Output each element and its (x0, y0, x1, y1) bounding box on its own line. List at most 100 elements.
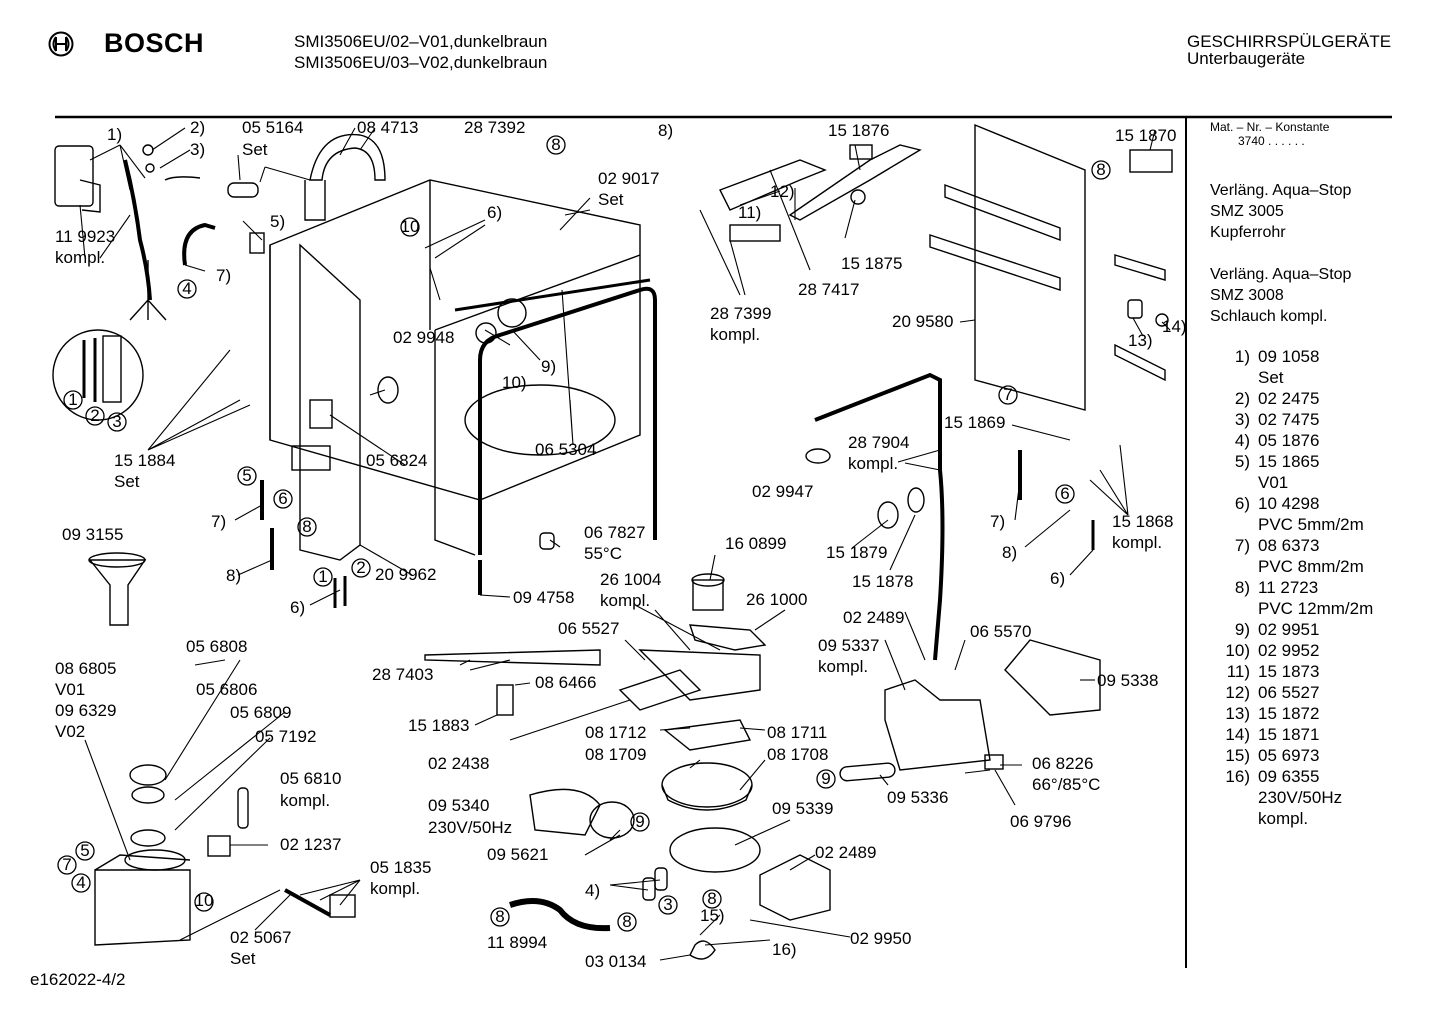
label: 08 4713 (357, 118, 418, 137)
label: 10) (502, 373, 527, 392)
label: 09 4758 (513, 588, 574, 607)
label: 14) (1162, 317, 1187, 336)
callout-9: 9 (635, 812, 644, 831)
label: 15 1878 (852, 572, 913, 591)
label: 9) (541, 357, 556, 376)
callout-7: 7 (62, 855, 71, 874)
label: 66°/85°C (1032, 775, 1100, 794)
legend-row: 1)09 1058 (1234, 347, 1320, 366)
label: 26 1000 (746, 590, 807, 609)
callout-3: 3 (663, 895, 672, 914)
label: 28 7392 (464, 118, 525, 137)
label: 28 7904 (848, 433, 909, 452)
note2-line3: Schlauch kompl. (1210, 308, 1328, 325)
label: 02 1237 (280, 835, 341, 854)
label: 15 1884 (114, 451, 175, 470)
callout-8: 8 (551, 135, 560, 154)
label: kompl. (600, 591, 650, 610)
label: 08 1711 (767, 723, 827, 742)
label: 09 5621 (487, 845, 548, 864)
callout-8: 8 (302, 517, 311, 536)
note1-line3: Kupferrohr (1210, 224, 1286, 241)
label: 3) (190, 140, 205, 159)
label: 6) (1050, 569, 1065, 588)
label: 15) (700, 906, 725, 925)
bosch-logo-icon (48, 31, 74, 57)
callout-6: 6 (1060, 484, 1069, 503)
label: 06 5570 (970, 622, 1031, 641)
label: 12) (770, 182, 795, 201)
legend-row: Set (1258, 368, 1284, 387)
label: 06 9796 (1010, 812, 1071, 831)
label: 02 9017 (598, 169, 659, 188)
legend-row: 10)02 9952 (1225, 641, 1320, 660)
legend-row: 3)02 7475 (1234, 410, 1320, 429)
label: 16) (772, 940, 797, 959)
callout-2: 2 (356, 558, 365, 577)
callout-8: 8 (707, 889, 716, 908)
label: 8) (226, 566, 241, 585)
label: V01 (55, 680, 85, 699)
callout-8: 8 (1096, 160, 1105, 179)
label: 15 1876 (828, 121, 889, 140)
label: Set (242, 140, 268, 159)
label: 11 8994 (487, 933, 547, 952)
note1-line2: SMZ 3005 (1210, 203, 1284, 220)
label: 2) (190, 118, 205, 137)
label: 1) (107, 125, 122, 144)
legend-row: 12)06 5527 (1225, 683, 1320, 702)
label: kompl. (1112, 533, 1162, 552)
callout-4: 4 (182, 279, 191, 298)
label: 09 5340 (428, 796, 489, 815)
label: 26 1004 (600, 570, 661, 589)
label: kompl. (280, 791, 330, 810)
legend-row: 5)15 1865 (1234, 452, 1320, 471)
label: kompl. (710, 325, 760, 344)
label: 08 1712 (585, 723, 646, 742)
callout-8: 8 (622, 912, 631, 931)
label: 55°C (584, 544, 622, 563)
label: kompl. (55, 248, 105, 267)
label: Set (598, 190, 624, 209)
label: 02 9950 (850, 929, 911, 948)
category-title: GESCHIRRSPÜLGERÄTE (1187, 32, 1392, 51)
callout-1: 1 (318, 567, 327, 586)
brand-name: BOSCH (104, 28, 205, 58)
callout-10: 10 (401, 217, 420, 236)
detail-circle (52, 329, 144, 421)
label: 15 1879 (826, 543, 887, 562)
legend-row: kompl. (1258, 809, 1309, 828)
label: 20 9962 (375, 565, 436, 584)
label: 8) (1002, 543, 1017, 562)
label: 5) (270, 212, 285, 231)
label: 4) (585, 881, 600, 900)
label: 8) (658, 121, 673, 140)
drawing-id: e162022-4/2 (30, 970, 126, 989)
callout-circles (57, 135, 1111, 932)
label: 06 8226 (1032, 754, 1093, 773)
label: 06 5304 (535, 440, 596, 459)
legend-row: 9)02 9951 (1234, 620, 1320, 639)
label: 02 5067 (230, 928, 291, 947)
legend-row: 4)05 1876 (1234, 431, 1320, 450)
callout-1: 1 (68, 390, 77, 409)
callout-4: 4 (76, 873, 85, 892)
label: 05 7192 (255, 727, 316, 746)
legend-row: 11)15 1873 (1226, 662, 1320, 681)
label: 16 0899 (725, 534, 786, 553)
callout-5: 5 (242, 466, 251, 485)
label: kompl. (818, 657, 868, 676)
label: 08 1709 (585, 745, 646, 764)
model-line-2: SMI3506EU/03–V02,dunkelbraun (294, 53, 548, 72)
label: 02 2489 (843, 608, 904, 627)
label: 09 6329 (55, 701, 116, 720)
label: 230V/50Hz (428, 818, 512, 837)
legend-row: PVC 5mm/2m (1258, 515, 1364, 534)
legend-row: 230V/50Hz (1258, 788, 1343, 807)
label: 02 2438 (428, 754, 489, 773)
label: 05 6824 (366, 451, 427, 470)
label: kompl. (370, 879, 420, 898)
label: 09 3155 (62, 525, 123, 544)
label: 13) (1128, 331, 1153, 350)
